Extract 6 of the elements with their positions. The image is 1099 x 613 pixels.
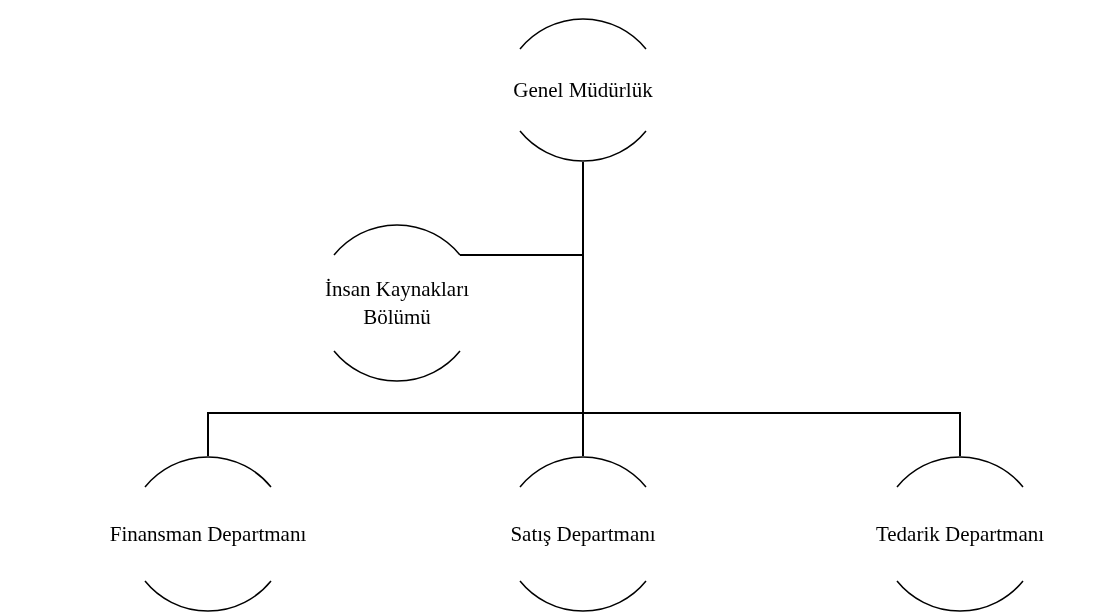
node-label: Satış Departmanı <box>510 521 656 548</box>
connector-line <box>582 161 961 457</box>
node-label: Tedarik Departmanı <box>875 521 1045 548</box>
node-label: Finansman Departmanı <box>109 521 307 548</box>
node-label: İnsan Kaynakları Bölümü <box>324 276 470 331</box>
node-label: Genel Müdürlük <box>513 77 653 104</box>
